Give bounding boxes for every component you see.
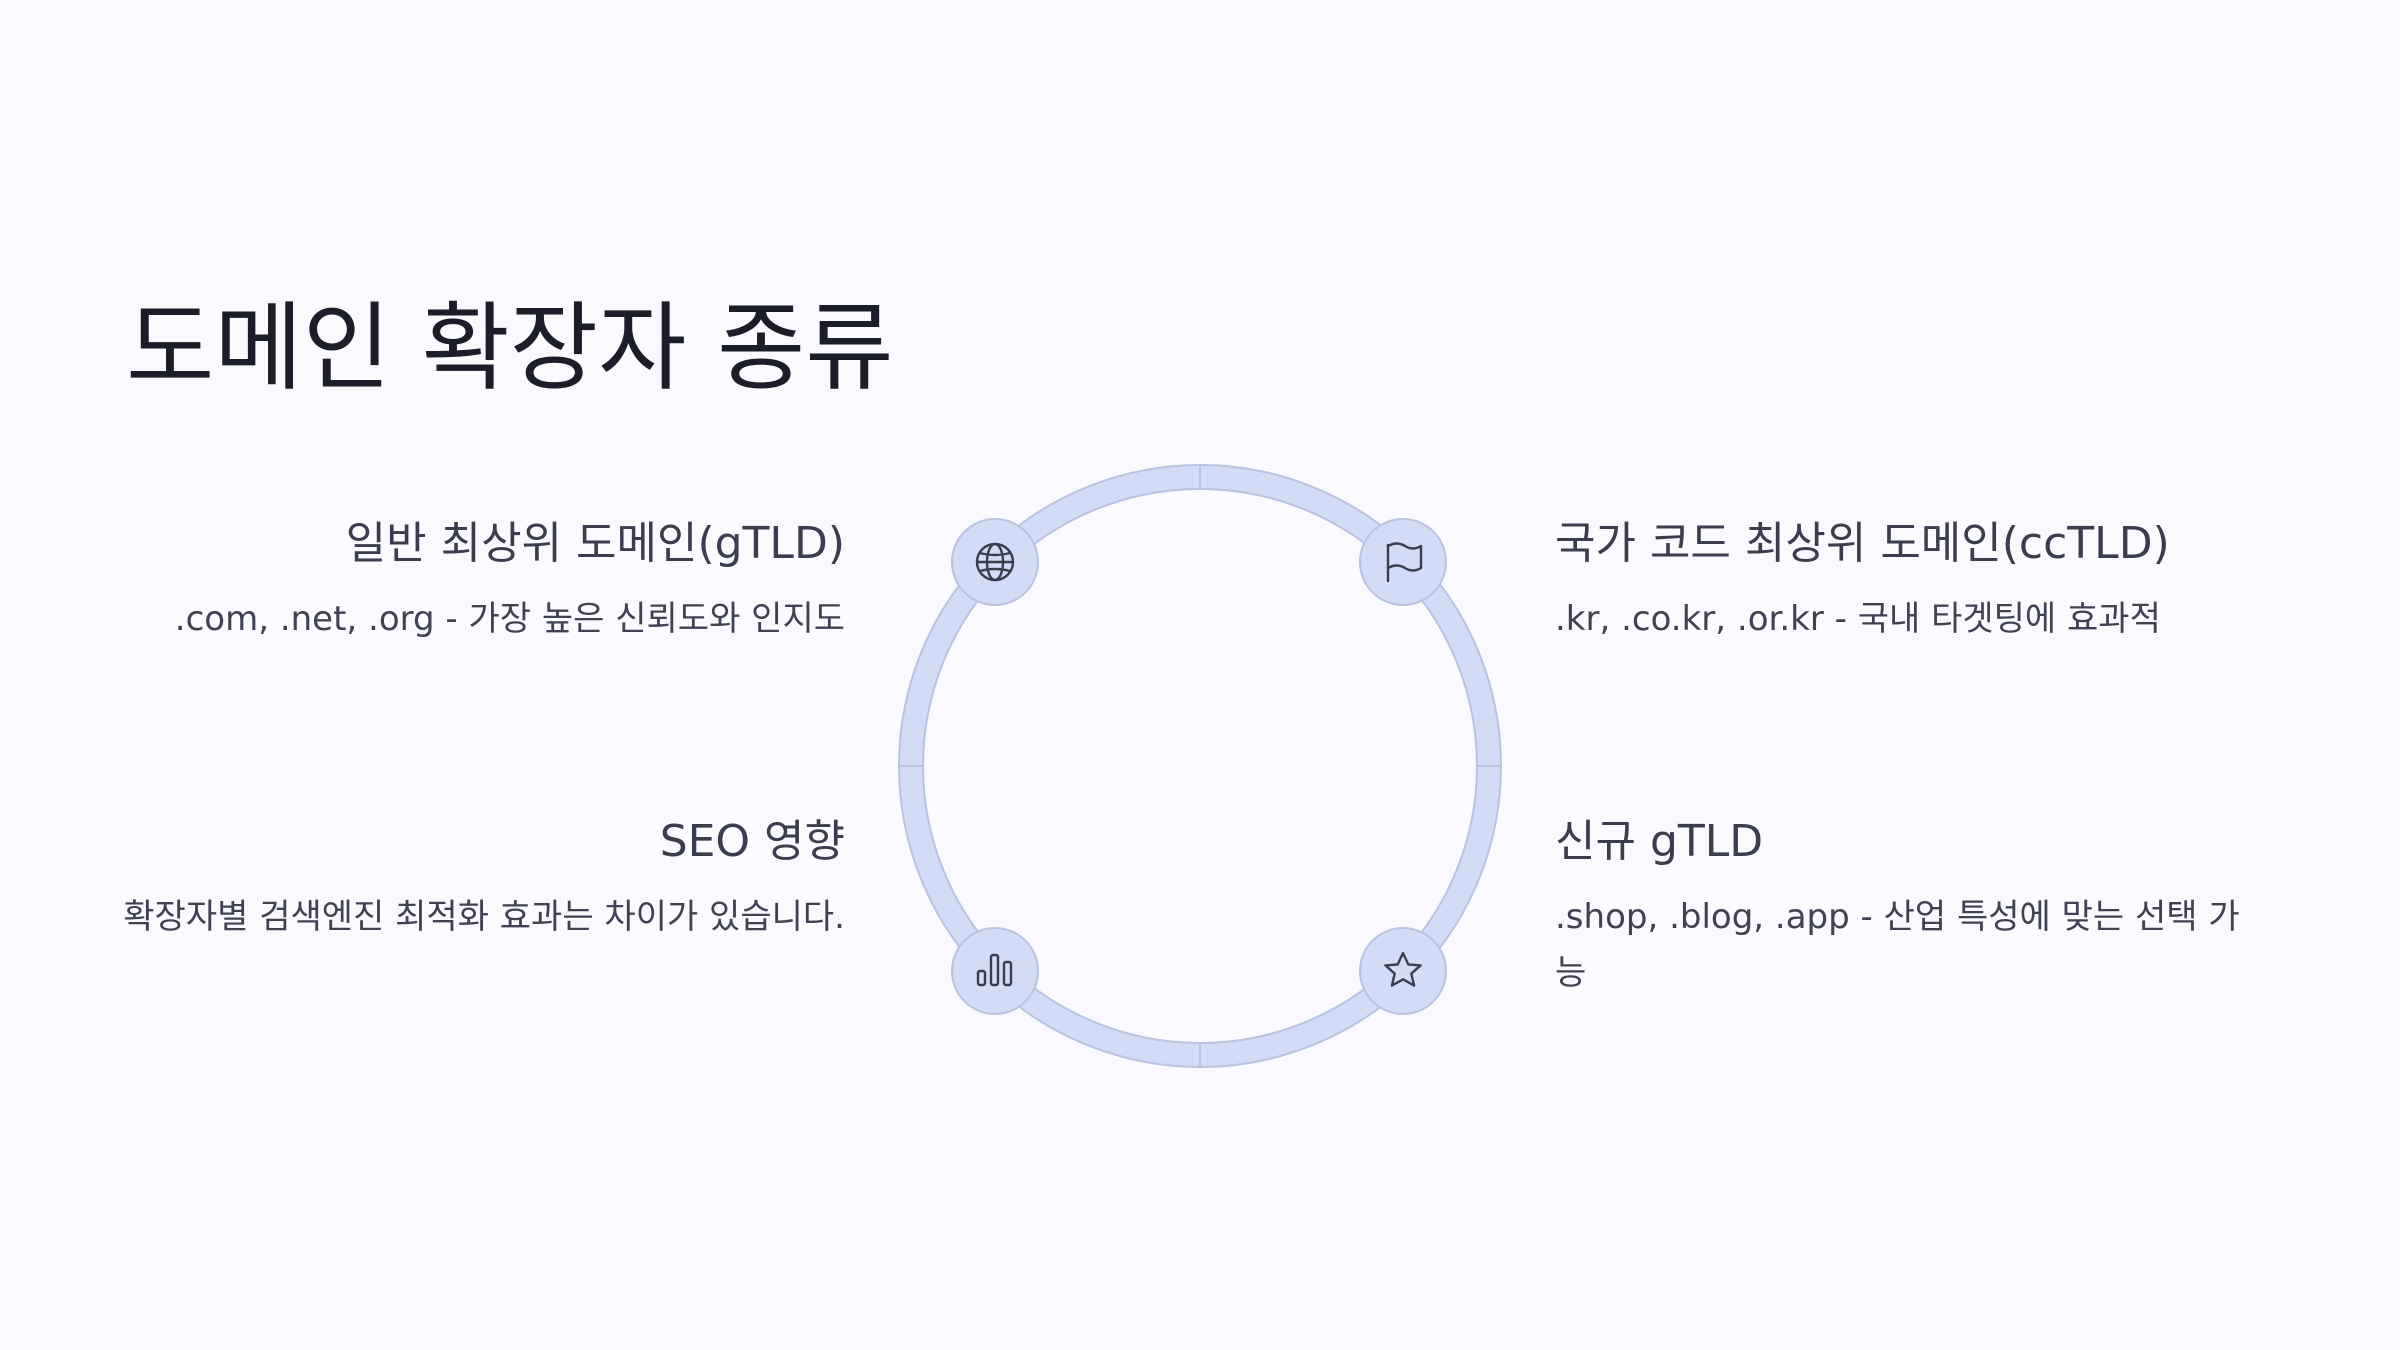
cycle-diagram-svg bbox=[898, 464, 1502, 1068]
bar-chart-icon bbox=[976, 953, 1013, 987]
item-description: .shop, .blog, .app - 산업 특성에 맞는 선택 가능 bbox=[1555, 896, 2240, 993]
item-gtld: 일반 최상위 도메인(gTLD) .com, .net, .org - 가장 높… bbox=[120, 518, 845, 647]
star-icon bbox=[1384, 951, 1422, 987]
item-description: .kr, .co.kr, .or.kr - 국내 타겟팅에 효과적 bbox=[1555, 598, 2161, 639]
cycle-diagram bbox=[880, 450, 1520, 1090]
item-heading: 신규 gTLD bbox=[1555, 816, 1764, 867]
item-description: 확장자별 검색엔진 최적화 효과는 차이가 있습니다. bbox=[123, 896, 845, 937]
item-heading: 국가 코드 최상위 도메인(ccTLD) bbox=[1555, 518, 2170, 569]
item-heading: 일반 최상위 도메인(gTLD) bbox=[345, 518, 845, 569]
item-cctld: 국가 코드 최상위 도메인(ccTLD) .kr, .co.kr, .or.kr… bbox=[1555, 518, 2255, 647]
node-cctld bbox=[1359, 518, 1447, 606]
item-new-gtld: 신규 gTLD .shop, .blog, .app - 산업 특성에 맞는 선… bbox=[1555, 816, 2255, 1001]
flag-icon bbox=[1386, 542, 1423, 583]
page-title: 도메인 확장자 종류 bbox=[126, 292, 894, 404]
node-new-gtld bbox=[1359, 927, 1447, 1015]
item-seo: SEO 영향 확장자별 검색엔진 최적화 효과는 차이가 있습니다. bbox=[120, 816, 845, 945]
globe-icon bbox=[975, 542, 1015, 582]
node-seo bbox=[951, 927, 1039, 1015]
item-description: .com, .net, .org - 가장 높은 신뢰도와 인지도 bbox=[174, 598, 845, 639]
node-gtld bbox=[951, 518, 1039, 606]
item-heading: SEO 영향 bbox=[659, 816, 845, 867]
